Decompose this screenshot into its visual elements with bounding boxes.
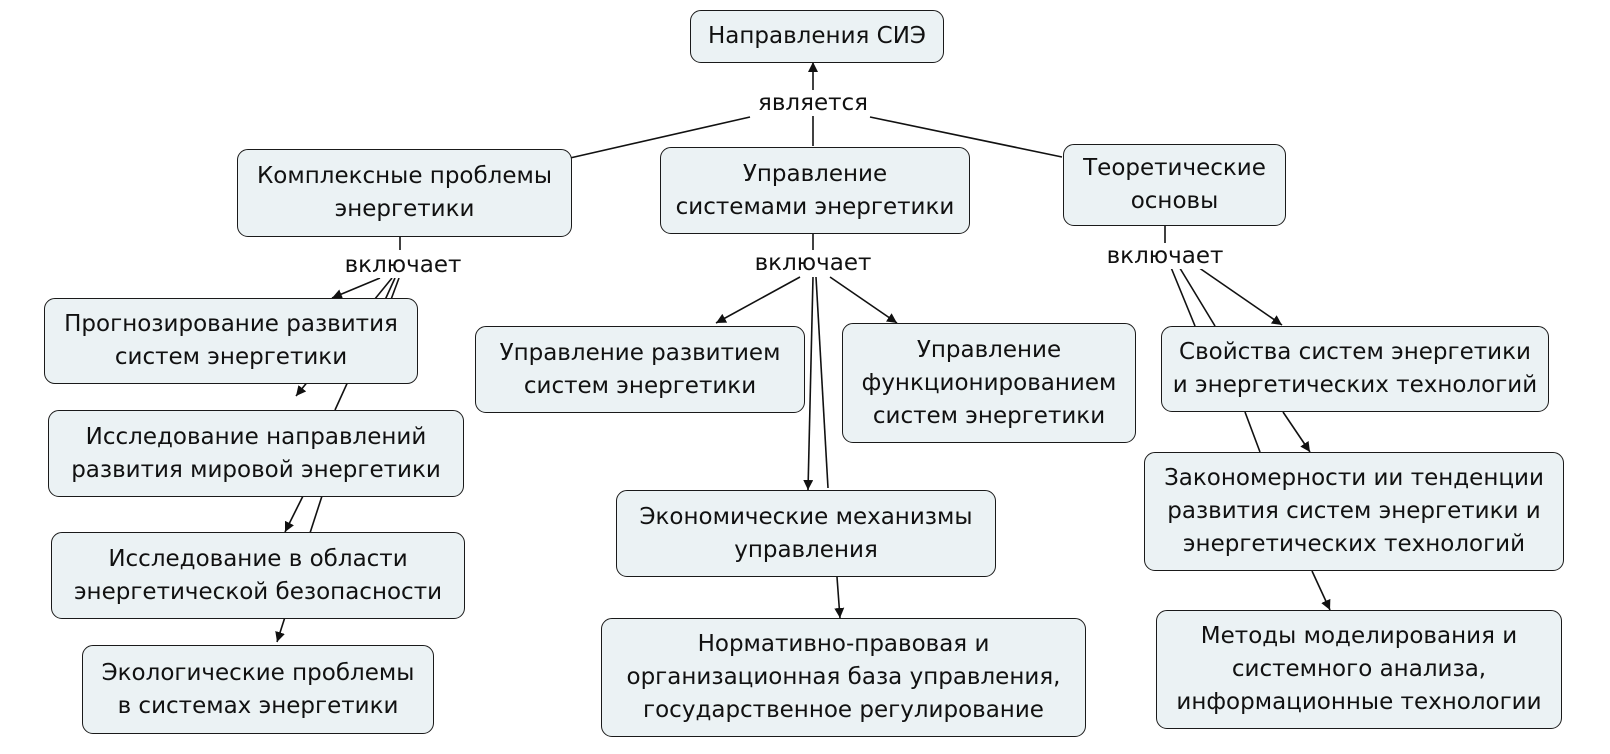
arrow-b2-c2 [829,276,898,324]
arrow-b3-c2 [1282,411,1311,453]
node-forecasting[interactable]: Прогнозирование развития систем энергети… [44,298,418,384]
link-label-branch2: включает [753,250,873,276]
node-energy-security[interactable]: Исследование в области энергетической бе… [51,532,465,619]
node-branch-complex-problems[interactable]: Комплексные проблемы энергетики [237,149,572,237]
link-label-branch3: включает [1105,243,1225,269]
node-legal-base[interactable]: Нормативно-правовая и организационная ба… [601,618,1086,737]
line-b2-c3b [815,276,829,489]
node-world-energy[interactable]: Исследование направлений развития мирово… [48,410,464,497]
arrow-b2-c1 [715,276,801,324]
arrow-b2-c3 [803,276,814,491]
node-ecology[interactable]: Экологические проблемы в системах энерге… [82,645,434,734]
node-economic-mechanisms[interactable]: Экономические механизмы управления [616,490,996,577]
line-b3-c2-cont [1244,411,1261,453]
arrow-b1-c1 [331,277,381,299]
line-branch1-to-label [569,116,751,159]
line-b1-c4 [309,495,323,534]
node-operation-mgmt[interactable]: Управление функционированием систем энер… [842,323,1136,443]
line-b3-c3 [1177,264,1216,327]
line-branch3-to-label [869,116,1063,158]
link-label-branch1: включает [343,252,463,278]
arrow-b1-c4 [275,616,286,643]
link-label-root: является [757,90,869,116]
arrow-b3-c3 [1311,570,1331,611]
node-branch-theory[interactable]: Теоретические основы [1063,144,1286,226]
node-development-mgmt[interactable]: Управление развитием систем энергетики [475,326,805,413]
line-b3-c2 [1169,264,1196,327]
node-branch-management[interactable]: Управление системами энергетики [660,147,970,234]
node-properties[interactable]: Свойства систем энергетики и энергетичес… [1161,326,1549,412]
node-modeling-methods[interactable]: Методы моделирования и системного анализ… [1156,610,1562,729]
node-root[interactable]: Направления СИЭ [690,10,944,63]
arrow-b1-c3 [284,495,304,533]
arrow-b2-c4 [834,576,845,619]
arrow-b3-c1 [1194,264,1283,326]
node-patterns-trends[interactable]: Закономерности ии тенденции развития сис… [1144,452,1564,571]
